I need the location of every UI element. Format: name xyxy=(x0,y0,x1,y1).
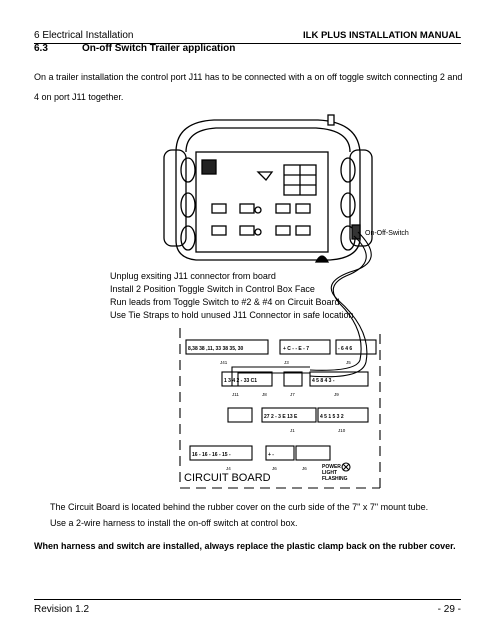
note-3: Run leads from Toggle Switch to #2 & #4 … xyxy=(110,297,339,307)
svg-text:8,38 38 ,11, 33 38 35, 30: 8,38 38 ,11, 33 38 35, 30 xyxy=(188,346,244,352)
page-number: - 29 - xyxy=(437,604,461,615)
connector-j10: J10 xyxy=(338,428,346,433)
svg-text:16 - 16 - 16 - 15 -: 16 - 16 - 16 - 15 - xyxy=(192,452,231,458)
footer-rule xyxy=(34,599,461,600)
connector-j6b: J6 xyxy=(302,466,307,471)
section-title: On-off Switch Trailer application xyxy=(82,43,236,54)
connector-j4: J4 xyxy=(226,466,231,471)
svg-text:+ C - - E - 7: + C - - E - 7 xyxy=(283,346,309,352)
svg-text:27 2 - 3 E 13 E: 27 2 - 3 E 13 E xyxy=(264,414,298,420)
intro-line-2: 4 on port J11 together. xyxy=(34,92,124,102)
board-label: CIRCUIT BOARD xyxy=(184,472,271,484)
install-note: When harness and switch are installed, a… xyxy=(34,541,456,551)
svg-text:- 6 4 6: - 6 4 6 xyxy=(338,346,352,352)
connector-j1: J1 xyxy=(290,428,295,433)
wire-harness xyxy=(231,231,372,386)
connector-j5: J5 xyxy=(346,360,351,365)
connector-j6a: J6 xyxy=(272,466,277,471)
caption-line-2: Use a 2-wire harness to install the on-o… xyxy=(50,518,298,528)
svg-text:4 5 1 5 3 2: 4 5 1 5 3 2 xyxy=(320,414,344,420)
connector-j3: J3 xyxy=(284,360,289,365)
manual-title: ILK PLUS INSTALLATION MANUAL xyxy=(303,30,461,41)
caption-line-1: The Circuit Board is located behind the … xyxy=(50,502,429,512)
note-2: Install 2 Position Toggle Switch in Cont… xyxy=(110,284,315,294)
flashing-label: FLASHING xyxy=(322,476,348,482)
connector-j9: J9 xyxy=(334,392,339,397)
switch-label: On-Off-Switch xyxy=(365,230,409,237)
svg-text:4 5 8 4 3 -: 4 5 8 4 3 - xyxy=(312,378,335,384)
note-4: Use Tie Straps to hold unused J11 Connec… xyxy=(110,310,353,320)
section-number: 6.3 xyxy=(34,43,48,54)
light-label: LIGHT xyxy=(322,470,337,476)
intro-line-1: On a trailer installation the control po… xyxy=(34,72,463,82)
connector-j8: J8 xyxy=(262,392,267,397)
svg-text:1 3 4 2 - 33 C1: 1 3 4 2 - 33 C1 xyxy=(224,378,257,384)
note-1: Unplug exsiting J11 connector from board xyxy=(110,271,276,281)
power-label: POWER xyxy=(322,464,341,470)
connector-j7: J7 xyxy=(290,392,295,397)
circuit-board xyxy=(179,328,381,489)
control-box xyxy=(163,114,373,263)
svg-text:+ -: + - xyxy=(268,452,274,458)
connector-j11: J11 xyxy=(232,392,239,397)
header-rule xyxy=(34,43,461,44)
revision-label: Revision 1.2 xyxy=(34,604,90,615)
connector-j41: J41 xyxy=(220,360,228,365)
chapter-header: 6 Electrical Installation xyxy=(34,30,134,41)
